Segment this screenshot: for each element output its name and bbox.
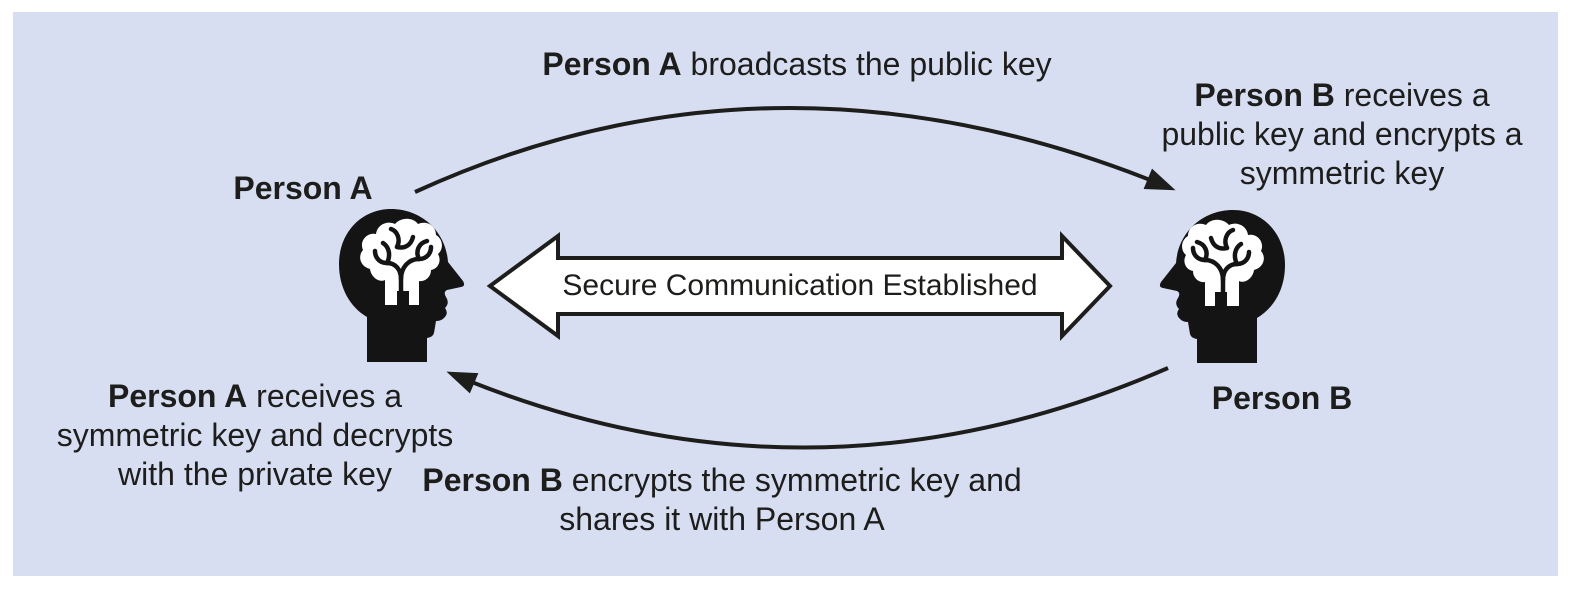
caption-line: symmetric key and decrypts [56,417,454,453]
person-a-label: Person A [233,170,373,206]
head-brain-icon [337,207,467,362]
share-symmetric-caption: Person B encrypts the symmetric key and … [422,461,1021,539]
caption-bold: Person A [542,46,682,82]
caption-line: Person B encrypts the symmetric key and [422,461,1021,500]
secure-channel-label: Secure Communication Established [562,269,1038,302]
person-b-head-icon [1157,208,1287,363]
caption-text: receives a [1334,77,1490,113]
caption-text: encrypts the symmetric key and [562,462,1022,498]
caption-text: broadcasts the public key [681,46,1052,82]
caption-text: receives a [247,378,403,414]
person-a-head-icon [337,207,467,362]
broadcast-caption: Person A broadcasts the public key [542,45,1051,84]
caption-line: with the private key [118,456,392,492]
head-brain-icon [1157,208,1287,363]
caption-bold: Person B [422,462,563,498]
caption-line: public key and encrypts a [1161,116,1523,152]
caption-bold: Person B [1194,77,1335,113]
receive-public-caption: Person B receives a public key and encry… [1161,76,1522,193]
person-b-label: Person B [1211,380,1353,416]
caption-line: shares it with Person A [559,501,885,537]
caption-line: Person B receives a [1161,76,1522,115]
caption-bold: Person A [107,378,248,414]
receive-symmetric-caption: Person A receives a symmetric key and de… [57,377,454,494]
caption-line: symmetric key [1239,155,1445,191]
caption-line: Person A receives a [57,377,454,416]
